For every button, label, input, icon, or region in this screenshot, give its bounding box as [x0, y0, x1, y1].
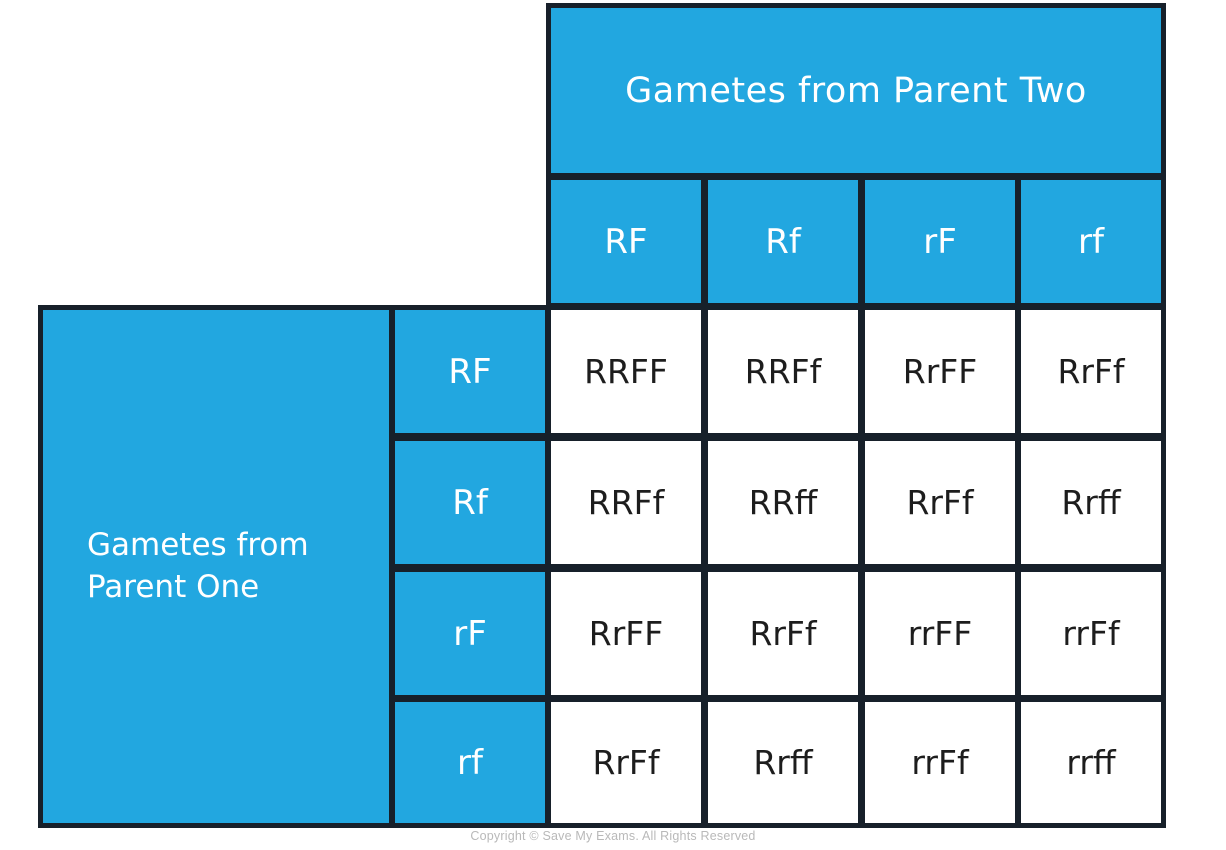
genotype-cell: RRFf [703, 305, 863, 438]
row-header-rf-recessive: rf [390, 697, 550, 828]
genotype-cell: RrFf [546, 697, 706, 828]
genotype-cell: RrFF [860, 305, 1020, 438]
row-header-rf-mixed-2: rF [390, 567, 550, 700]
row-header-rf-mixed-1: Rf [390, 436, 550, 569]
genotype-cell: RRFF [546, 305, 706, 438]
genotype-cell: Rrff [703, 697, 863, 828]
genotype-cell: rrFf [1016, 567, 1166, 700]
parent-one-title-text: Gametes from Parent One [87, 526, 309, 605]
genotype-cell: RrFF [546, 567, 706, 700]
genotype-cell: rrFF [860, 567, 1020, 700]
genotype-cell: rrFf [860, 697, 1020, 828]
column-header-rf-recessive: rf [1016, 175, 1166, 308]
column-header-rf-mixed-1: Rf [703, 175, 863, 308]
genotype-cell: RRFf [546, 436, 706, 569]
parent-two-title: Gametes from Parent Two [546, 3, 1166, 178]
genotype-cell: Rrff [1016, 436, 1166, 569]
column-header-rf-mixed-2: rF [860, 175, 1020, 308]
genotype-cell: RrFf [703, 567, 863, 700]
column-header-rf-dominant: RF [546, 175, 706, 308]
genotype-cell: rrff [1016, 697, 1166, 828]
genotype-cell: RrFf [860, 436, 1020, 569]
genotype-cell: RRff [703, 436, 863, 569]
parent-one-title: Gametes from Parent One [38, 305, 394, 828]
genotype-cell: RrFf [1016, 305, 1166, 438]
copyright-notice: Copyright © Save My Exams. All Rights Re… [470, 829, 756, 843]
row-header-rf-dominant: RF [390, 305, 550, 438]
